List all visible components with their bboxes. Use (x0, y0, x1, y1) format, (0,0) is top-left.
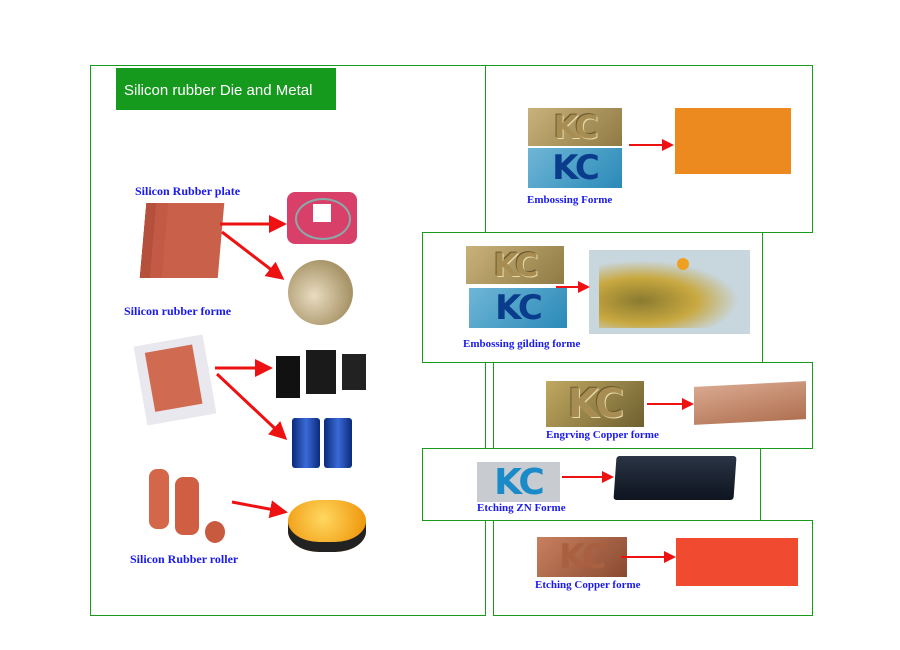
kc-zinc-plate: KC (477, 462, 560, 503)
rubber-roller-image (145, 463, 230, 548)
label-rubber-forme: Silicon rubber forme (124, 304, 232, 318)
pink-case-image (287, 192, 357, 244)
yellow-roller-image (288, 500, 366, 552)
red-etched-image (676, 538, 798, 586)
blue-cans-image (292, 418, 354, 468)
kc-gold-plate: KC (466, 246, 564, 284)
orange-embossed-image (675, 108, 791, 174)
black-labels-image (276, 350, 366, 398)
gold-disc-image (288, 260, 353, 325)
label-rubber-plate: Silicon Rubber plate (135, 184, 241, 198)
engraved-copper-image (694, 381, 806, 425)
page-title: Silicon rubber Die and Metal die (116, 68, 336, 145)
label-gilding-forme: Embossing gilding forme (463, 338, 581, 350)
rubber-plate-image (139, 203, 225, 278)
kc-blue-plate: KC (469, 288, 567, 328)
gold-dragon-image (589, 250, 750, 334)
black-embossed-image (613, 456, 737, 500)
kc-gold-plate: KC (528, 108, 622, 146)
label-etching-zn-forme: Etching ZN Forme (477, 502, 566, 514)
label-embossing-forme: Embossing Forme (527, 194, 613, 206)
label-etching-copper-forme: Etching Copper forme (535, 579, 641, 591)
label-engraving-forme: Engrving Copper forme (546, 429, 659, 441)
kc-brass-plate: KC (546, 381, 644, 427)
kc-blue-plate: KC (528, 148, 622, 188)
label-rubber-roller: Silicon Rubber roller (130, 552, 239, 566)
rubber-forme-image (133, 334, 217, 426)
kc-copper-plate: KC (537, 537, 627, 577)
